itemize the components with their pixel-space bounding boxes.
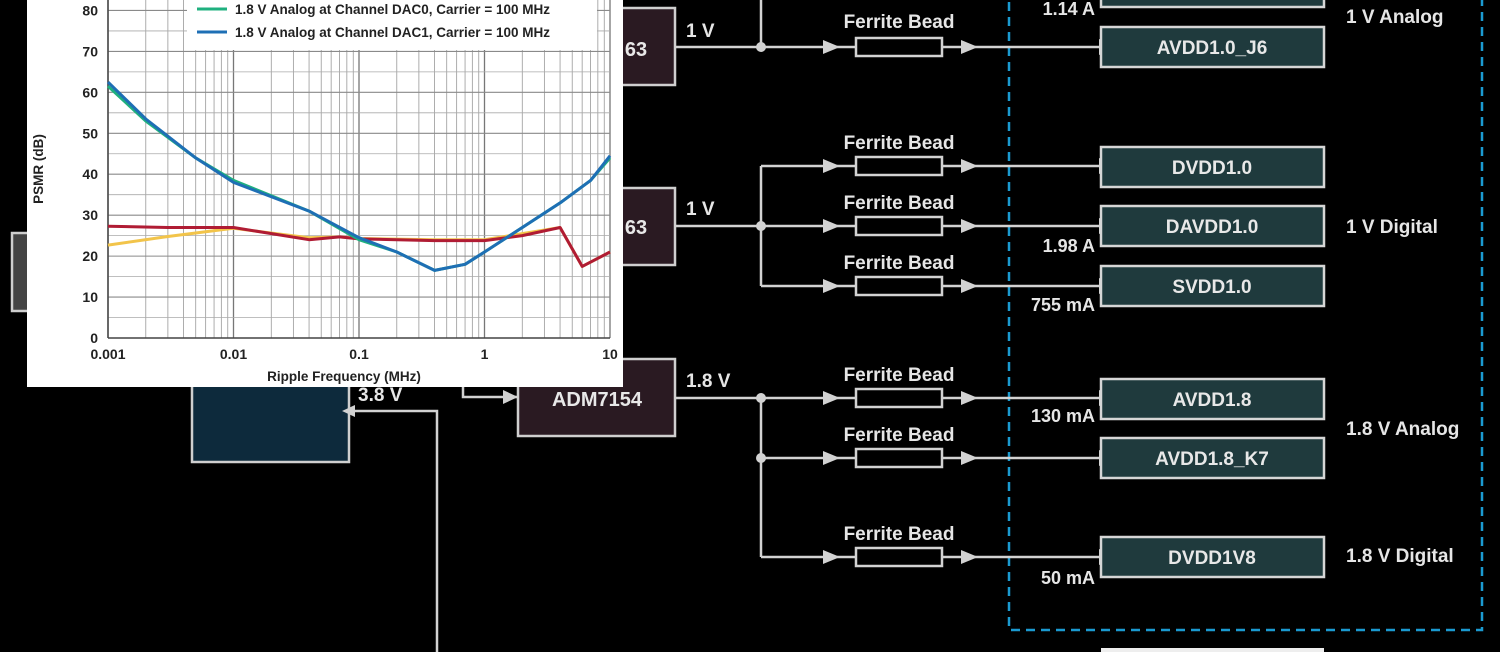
bead-out-arrow: [961, 219, 978, 233]
rail-avdd18: [1099, 377, 1326, 421]
group-1v-analog: 1 V Analog: [1346, 7, 1443, 28]
x-tick-label: 0.1: [349, 346, 369, 362]
voltage-top: 1 V: [686, 21, 715, 42]
x-tick-label: 0.01: [220, 346, 247, 362]
ferrite-bead-label: Ferrite Bead: [844, 425, 955, 446]
y-tick-label: 20: [82, 248, 98, 264]
wire-3v8-out: [349, 409, 439, 652]
series-line-1: [106, 81, 612, 272]
y-tick-label: 70: [82, 43, 98, 59]
rail-dvdd1v8-label: DVDD1V8: [1168, 548, 1256, 569]
junction-18-a: [756, 393, 766, 403]
bead-out-arrow: [961, 391, 978, 405]
bottom-partial-box: [1101, 648, 1324, 652]
ferrite-bead: [854, 155, 944, 177]
junction-18-b: [756, 453, 766, 463]
series-line-2: [107, 224, 611, 268]
y-axis-label: PSMR (dB): [31, 134, 46, 204]
bead-in-arrow: [823, 279, 840, 293]
junction-top: [756, 42, 766, 52]
bead-out-arrow: [961, 159, 978, 173]
rail-dvdd1v8: [1099, 535, 1326, 579]
rail-svdd10: [1099, 264, 1326, 308]
group-1v-digital: 1 V Digital: [1346, 217, 1438, 238]
ferrite-bead-label: Ferrite Bead: [844, 12, 955, 33]
legend-label: 1.8 V Analog at Channel DAC0, Carrier = …: [235, 2, 550, 17]
current-114: 1.14 A: [1043, 0, 1095, 19]
ferrite-bead: [854, 387, 944, 409]
rail-dvdd10: [1099, 145, 1326, 189]
current-50: 50 mA: [1041, 568, 1095, 588]
rail-avdd10-j6: [1099, 25, 1326, 69]
x-tick-label: 0.001: [90, 346, 125, 362]
legend-box: [187, 0, 597, 50]
rail-davdd10: [1099, 204, 1326, 248]
current-198: 1.98 A: [1043, 236, 1095, 256]
bead-in-arrow: [823, 391, 840, 405]
ferrite-bead: [854, 546, 944, 568]
load-group-border: [1007, 0, 1484, 632]
bead-out-arrow: [961, 40, 978, 54]
ferrite-bead: [854, 275, 944, 297]
rail-avdd10-j6-label: AVDD1.0_J6: [1157, 38, 1268, 59]
rail-svdd10-label: SVDD1.0: [1172, 277, 1251, 298]
x-tick-label: 10: [602, 346, 618, 362]
group-18v-digital: 1.8 V Digital: [1346, 546, 1454, 567]
ferrite-bead-label: Ferrite Bead: [844, 524, 955, 545]
ferrite-bead-label: Ferrite Bead: [844, 133, 955, 154]
x-tick-label: 1: [481, 346, 489, 362]
regulator-top-label: 63: [625, 39, 647, 61]
ferrite-bead-label: Ferrite Bead: [844, 253, 955, 274]
junction-mid: [756, 221, 766, 231]
regulator-adm7154-label: ADM7154: [552, 389, 643, 411]
arrow-3v8: [342, 405, 355, 417]
y-tick-label: 40: [82, 166, 98, 182]
legend-label: 1.8 V Analog at Channel DAC1, Carrier = …: [235, 25, 550, 40]
y-tick-label: 50: [82, 125, 98, 141]
y-tick-label: 10: [82, 289, 98, 305]
rail-davdd10-label: DAVDD1.0: [1166, 217, 1259, 238]
group-18v-analog: 1.8 V Analog: [1346, 419, 1459, 440]
y-tick-label: 80: [82, 2, 98, 18]
bead-in-arrow: [823, 219, 840, 233]
rail-dvdd10-label: DVDD1.0: [1172, 158, 1252, 179]
bead-in-arrow: [823, 159, 840, 173]
bead-out-arrow: [961, 279, 978, 293]
rail-avdd18-k7-label: AVDD1.8_K7: [1155, 449, 1269, 470]
rail-avdd18-label: AVDD1.8: [1173, 390, 1252, 411]
bead-in-arrow: [823, 451, 840, 465]
x-axis-label: Ripple Frequency (MHz): [267, 369, 421, 384]
voltage-mid: 1 V: [686, 199, 715, 220]
current-130: 130 mA: [1031, 406, 1095, 426]
voltage-18: 1.8 V: [686, 371, 731, 392]
rail-top-partial: [1099, 0, 1326, 9]
bead-in-arrow: [823, 40, 840, 54]
y-tick-label: 0: [90, 330, 98, 346]
y-tick-label: 30: [82, 207, 98, 223]
arrow-adm-in: [503, 390, 518, 404]
ferrite-bead-label: Ferrite Bead: [844, 193, 955, 214]
voltage-38: 3.8 V: [358, 385, 403, 406]
rail-avdd18-k7: [1099, 436, 1326, 480]
y-tick-label: 60: [82, 84, 98, 100]
current-755: 755 mA: [1031, 295, 1095, 315]
bead-out-arrow: [961, 550, 978, 564]
wire-adm-in: [461, 385, 518, 399]
bead-out-arrow: [961, 451, 978, 465]
ferrite-bead: [854, 447, 944, 469]
regulator-mid-label: 63: [625, 217, 647, 239]
ferrite-bead: [854, 36, 944, 58]
bead-in-arrow: [823, 550, 840, 564]
ferrite-bead-label: Ferrite Bead: [844, 365, 955, 386]
ferrite-bead: [854, 215, 944, 237]
